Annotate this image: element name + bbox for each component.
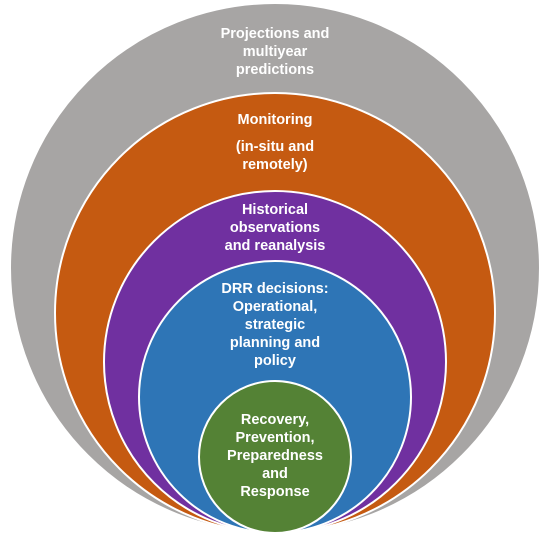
label-projections-line-2: multiyear xyxy=(242,44,308,60)
label-monitoring-spacer xyxy=(236,129,314,138)
label-historical: Historical observations and reanalysis xyxy=(225,201,326,255)
label-recovery-line-3: Preparedness xyxy=(227,448,323,464)
circle-recovery xyxy=(198,380,352,534)
label-recovery-line-5: Response xyxy=(240,484,310,500)
label-projections: Projections and multiyear predictions xyxy=(221,25,330,79)
label-projections-line-3: predictions xyxy=(235,62,315,78)
label-historical-line-2: observations xyxy=(229,220,321,236)
label-historical-line-3: and reanalysis xyxy=(224,238,326,254)
label-drr-line-1: DRR decisions: xyxy=(221,281,329,297)
label-monitoring: Monitoring (in-situ and remotely) xyxy=(236,111,314,174)
label-projections-line-1: Projections and xyxy=(220,26,330,42)
label-drr-line-3: strategic xyxy=(244,317,306,333)
label-recovery-line-2: Prevention, xyxy=(235,430,315,446)
label-recovery-line-1: Recovery, xyxy=(240,412,310,428)
label-monitoring-line-1: Monitoring xyxy=(237,112,313,128)
label-drr-decisions: DRR decisions: Operational, strategic pl… xyxy=(221,280,328,370)
label-drr-line-2: Operational, xyxy=(232,299,318,315)
label-drr-line-4: planning and xyxy=(229,335,321,351)
label-drr-line-5: policy xyxy=(254,353,296,369)
label-monitoring-line-2: (in-situ and xyxy=(235,139,315,155)
label-monitoring-line-3: remotely) xyxy=(242,157,308,173)
label-historical-line-1: Historical xyxy=(241,202,309,218)
label-recovery: Recovery, Prevention, Preparedness and R… xyxy=(227,411,323,501)
label-recovery-line-4: and xyxy=(262,466,288,482)
